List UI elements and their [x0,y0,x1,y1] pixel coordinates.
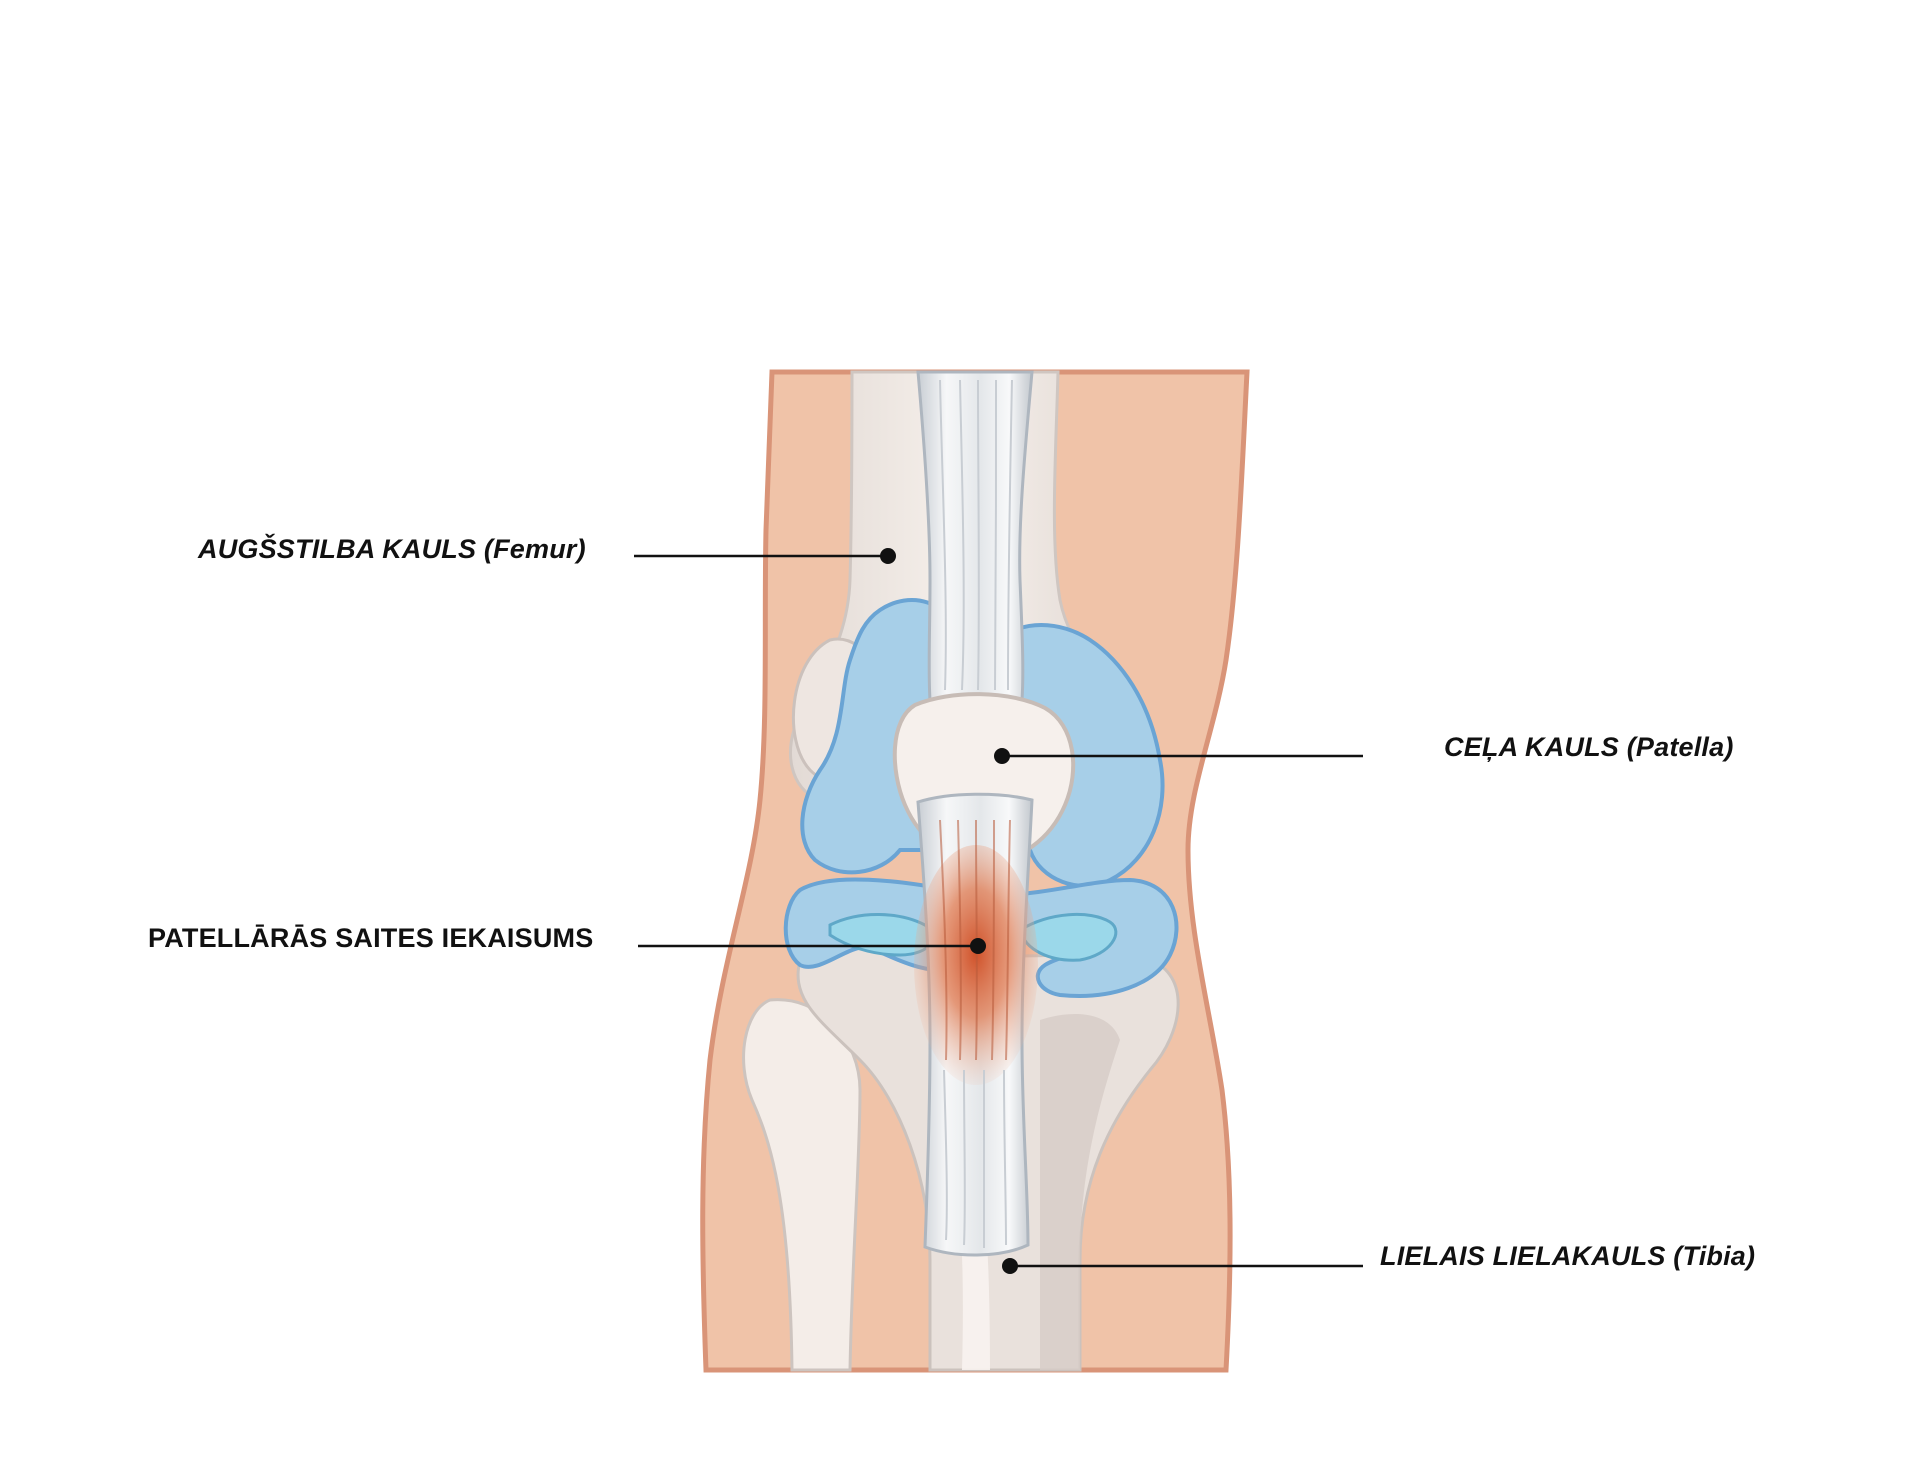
label-patella: CEĻA KAULS (Patella) [1444,732,1734,763]
label-tibia: LIELAIS LIELAKAULS (Tibia) [1380,1241,1755,1272]
label-femur: AUGŠSTILBA KAULS (Femur) [198,534,586,565]
quadriceps-tendon [918,372,1032,700]
label-patellar-ligament-inflammation: PATELLĀRĀS SAITES IEKAISUMS [148,923,593,954]
